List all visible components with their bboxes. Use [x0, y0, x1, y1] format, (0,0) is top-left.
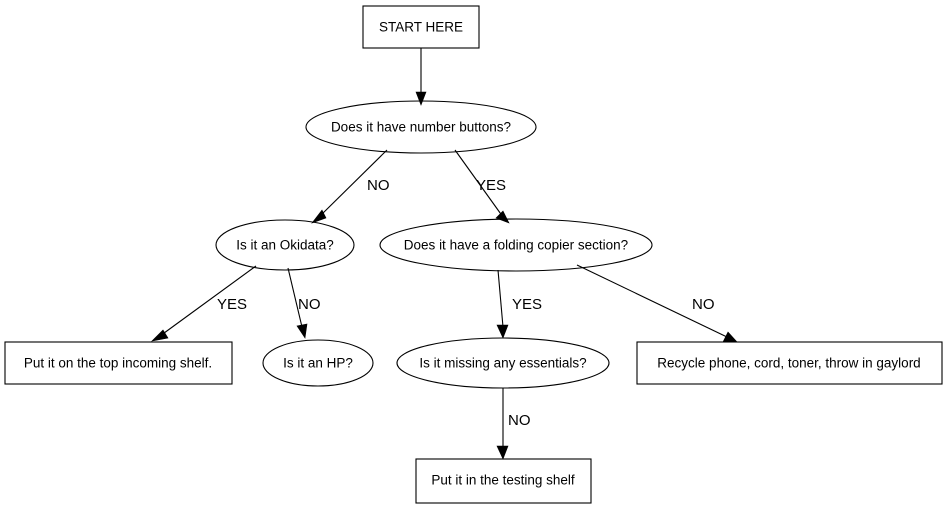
node-folding-copier[interactable]: Does it have a folding copier section?	[379, 218, 653, 272]
arrowhead-icon	[496, 324, 509, 339]
edge-line	[454, 149, 504, 218]
edge-okidata-no-hp: NO	[287, 267, 321, 339]
edge-line	[576, 264, 728, 338]
node-okidata-shape[interactable]	[215, 219, 355, 271]
arrowhead-icon	[311, 209, 327, 224]
node-top-incoming-shelf[interactable]: Put it on the top incoming shelf.	[4, 341, 233, 385]
node-hp[interactable]: Is it an HP?	[262, 339, 374, 387]
edge-label-no: NO	[367, 177, 390, 194]
edge-label-no: NO	[508, 412, 531, 429]
node-hp-label: Is it an HP?	[283, 356, 353, 371]
edge-folding-copier-no-recycle: NO	[576, 264, 738, 343]
node-folding-copier-label: Does it have a folding copier section?	[404, 238, 628, 253]
arrowhead-icon	[151, 329, 169, 342]
node-testing-shelf-label: Put it in the testing shelf	[431, 473, 575, 488]
arrowhead-icon	[296, 323, 308, 339]
node-hp-shape[interactable]	[262, 339, 374, 387]
node-folding-copier-shape[interactable]	[379, 218, 653, 272]
node-start-label: START HERE	[379, 20, 463, 35]
node-recycle-label: Recycle phone, cord, toner, throw in gay…	[657, 356, 920, 371]
arrowhead-icon	[495, 210, 510, 224]
node-okidata-label: Is it an Okidata?	[236, 238, 334, 253]
node-top-incoming-shelf-label: Put it on the top incoming shelf.	[24, 356, 212, 371]
edge-line	[318, 149, 388, 218]
node-start[interactable]: START HERE	[362, 5, 480, 49]
arrowhead-icon	[496, 445, 509, 460]
node-start-shape[interactable]	[362, 5, 480, 49]
node-recycle-shape[interactable]	[636, 341, 943, 385]
node-number-buttons-label: Does it have number buttons?	[331, 120, 511, 135]
edge-folding-copier-yes-missing-essentials: YES	[496, 269, 542, 339]
edge-number-buttons-yes-folding-copier: YES	[454, 149, 510, 224]
edge-line	[159, 265, 257, 337]
edge-missing-essentials-no-testing-shelf: NO	[496, 388, 531, 460]
edge-number-buttons-no-okidata: NO	[311, 149, 390, 224]
edge-start-to-number-buttons	[415, 48, 427, 106]
node-testing-shelf[interactable]: Put it in the testing shelf	[415, 458, 592, 504]
edge-okidata-yes-top-incoming-shelf: YES	[151, 265, 257, 342]
edge-label-no: NO	[692, 296, 715, 313]
edge-line	[497, 269, 504, 328]
node-number-buttons[interactable]: Does it have number buttons?	[305, 100, 537, 154]
edge-label-yes: YES	[512, 296, 542, 313]
edge-label-no: NO	[298, 296, 321, 313]
node-missing-essentials-label: Is it missing any essentials?	[419, 356, 586, 371]
node-missing-essentials[interactable]: Is it missing any essentials?	[396, 337, 610, 389]
node-top-incoming-shelf-shape[interactable]	[4, 341, 233, 385]
node-okidata[interactable]: Is it an Okidata?	[215, 219, 355, 271]
edge-label-yes: YES	[476, 177, 506, 194]
edge-line	[287, 267, 303, 328]
node-testing-shelf-shape[interactable]	[415, 458, 592, 504]
arrowhead-icon	[722, 331, 738, 343]
edge-label-yes: YES	[217, 296, 247, 313]
node-recycle[interactable]: Recycle phone, cord, toner, throw in gay…	[636, 341, 943, 385]
arrowhead-icon	[415, 91, 427, 106]
